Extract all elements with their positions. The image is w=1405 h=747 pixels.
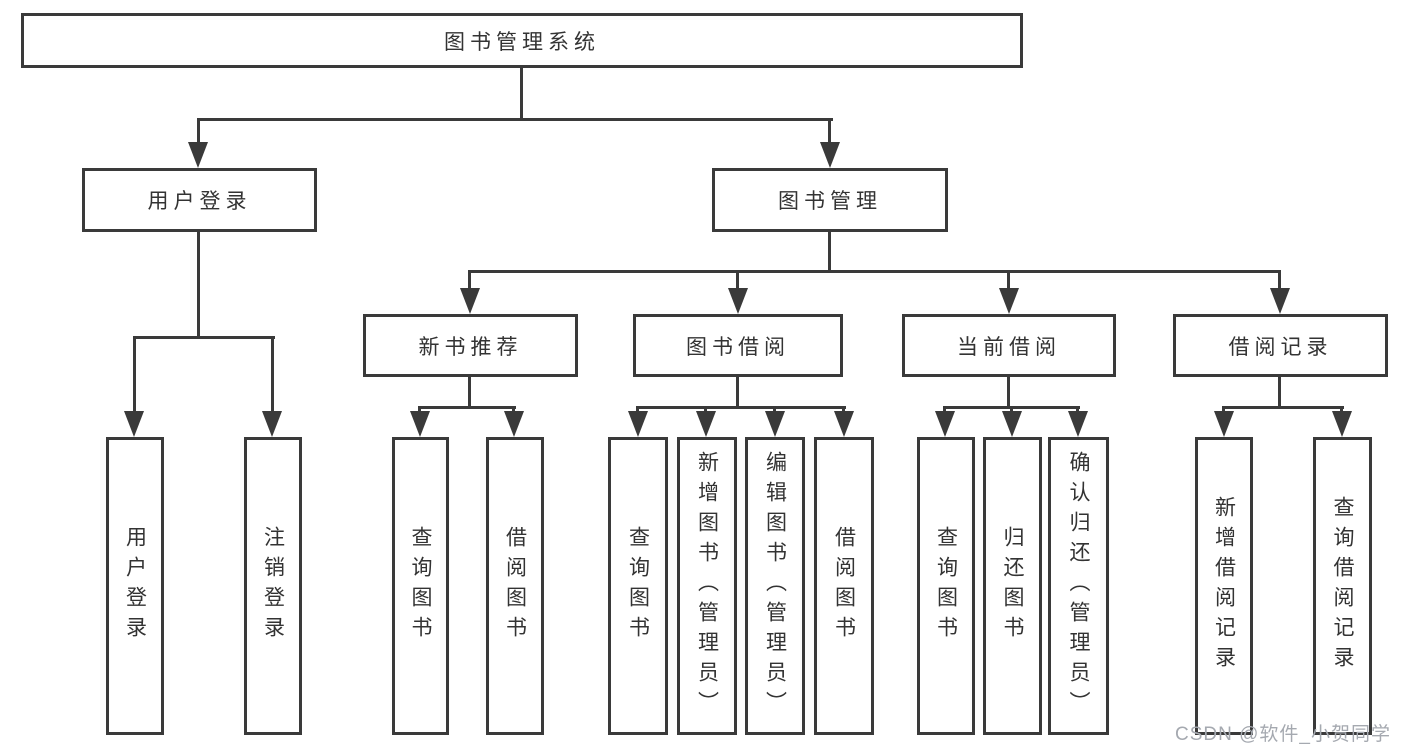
connector-line xyxy=(736,377,739,406)
leaf-add-borrow-record: 新增借阅记录 xyxy=(1195,437,1253,735)
leaf-add-book-admin: 新增图书（管理员） xyxy=(677,437,737,735)
arrow-down-icon xyxy=(696,411,716,437)
connector-line xyxy=(520,68,523,120)
arrow-down-icon xyxy=(504,411,524,437)
connector-line xyxy=(828,232,831,270)
leaf-query-books-current: 查询图书 xyxy=(917,437,975,735)
arrow-down-icon xyxy=(124,411,144,437)
leaf-logout: 注销登录 xyxy=(244,437,302,735)
leaf-query-books-recommend: 查询图书 xyxy=(392,437,449,735)
node-root: 图书管理系统 xyxy=(21,13,1023,68)
connector-line xyxy=(133,336,275,339)
arrow-down-icon xyxy=(820,142,840,168)
arrow-down-icon xyxy=(999,288,1019,314)
connector-line xyxy=(197,232,200,336)
connector-line xyxy=(1010,406,1013,413)
arrow-down-icon xyxy=(935,411,955,437)
arrow-down-icon xyxy=(460,288,480,314)
connector-line xyxy=(271,336,274,415)
connector-line xyxy=(133,336,136,415)
arrow-down-icon xyxy=(628,411,648,437)
csdn-watermark: CSDN @软件_小贺同学 xyxy=(1175,724,1391,745)
connector-line xyxy=(418,406,421,413)
arrow-down-icon xyxy=(1002,411,1022,437)
connector-line xyxy=(1340,406,1343,413)
connector-line xyxy=(636,406,846,409)
arrow-down-icon xyxy=(188,142,208,168)
connector-line xyxy=(1007,377,1010,406)
connector-line xyxy=(468,270,1281,273)
node-new-book-recommend: 新书推荐 xyxy=(363,314,578,377)
connector-line xyxy=(468,270,471,292)
node-user-login: 用户登录 xyxy=(82,168,317,232)
connector-line xyxy=(842,406,845,413)
connector-line xyxy=(943,406,946,413)
connector-line xyxy=(773,406,776,413)
connector-line xyxy=(636,406,639,413)
leaf-edit-book-admin: 编辑图书（管理员） xyxy=(745,437,805,735)
connector-line xyxy=(1007,270,1010,292)
connector-line xyxy=(1076,406,1079,413)
leaf-query-books-borrow: 查询图书 xyxy=(608,437,668,735)
arrow-down-icon xyxy=(262,411,282,437)
leaf-query-borrow-record: 查询借阅记录 xyxy=(1313,437,1372,735)
arrow-down-icon xyxy=(1068,411,1088,437)
arrow-down-icon xyxy=(1332,411,1352,437)
arrow-down-icon xyxy=(1270,288,1290,314)
arrow-down-icon xyxy=(834,411,854,437)
connector-line xyxy=(1222,406,1344,409)
node-borrow-records: 借阅记录 xyxy=(1173,314,1388,377)
arrow-down-icon xyxy=(765,411,785,437)
connector-line xyxy=(512,406,515,413)
connector-line xyxy=(1222,406,1225,413)
node-book-management: 图书管理 xyxy=(712,168,948,232)
connector-line xyxy=(828,118,831,146)
leaf-borrow-books: 借阅图书 xyxy=(814,437,874,735)
arrow-down-icon xyxy=(1214,411,1234,437)
node-current-borrow: 当前借阅 xyxy=(902,314,1116,377)
leaf-borrow-books-recommend: 借阅图书 xyxy=(486,437,544,735)
connector-line xyxy=(1278,377,1281,406)
connector-line xyxy=(736,270,739,292)
connector-line xyxy=(704,406,707,413)
node-book-borrow: 图书借阅 xyxy=(633,314,843,377)
leaf-user-login: 用户登录 xyxy=(106,437,164,735)
connector-line xyxy=(418,406,516,409)
leaf-return-book: 归还图书 xyxy=(983,437,1042,735)
connector-line xyxy=(197,118,833,121)
arrow-down-icon xyxy=(410,411,430,437)
connector-line xyxy=(197,118,200,146)
arrow-down-icon xyxy=(728,288,748,314)
connector-line xyxy=(1278,270,1281,292)
connector-line xyxy=(468,377,471,406)
leaf-confirm-return-admin: 确认归还（管理员） xyxy=(1048,437,1109,735)
